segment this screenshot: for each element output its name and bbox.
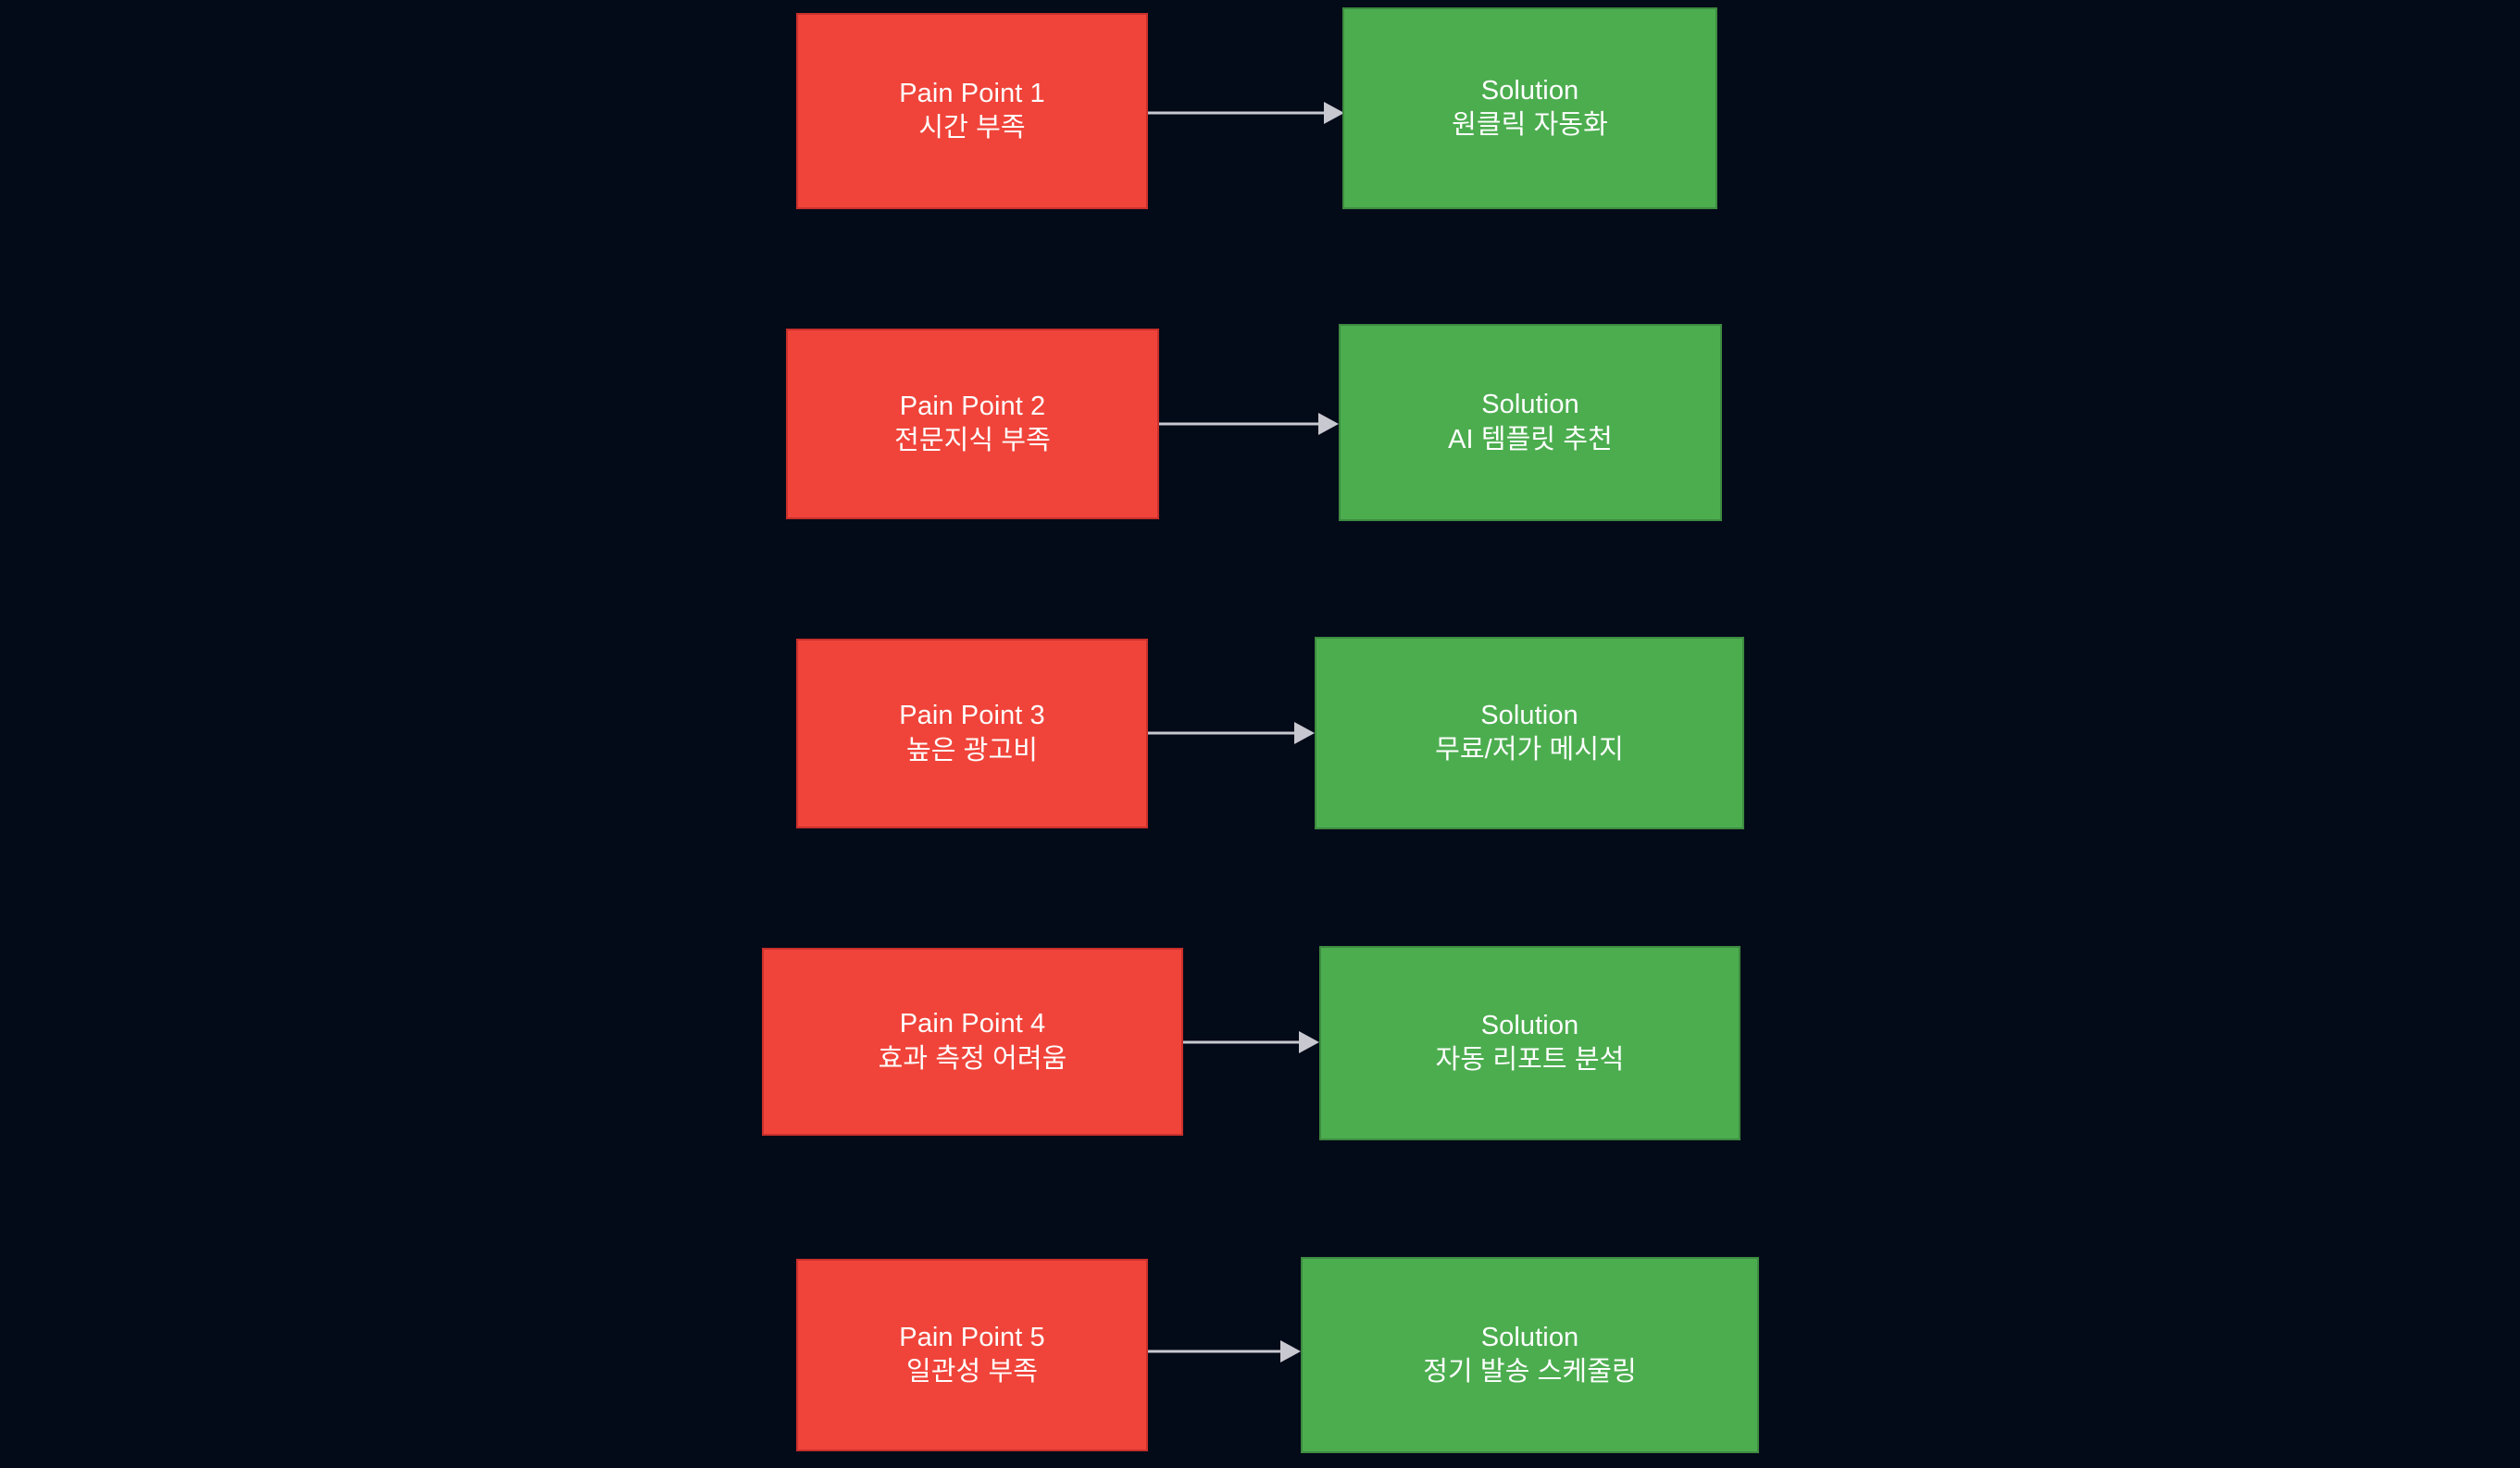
pain-point-node[interactable]: Pain Point 1 시간 부족 bbox=[796, 13, 1148, 209]
arrow-head-icon bbox=[1294, 722, 1315, 744]
flow-row: Pain Point 1 시간 부족 Solution 원클릭 자동화 bbox=[0, 0, 2520, 222]
node-subtitle: 원클릭 자동화 bbox=[1452, 110, 1608, 140]
node-title: Solution bbox=[1480, 75, 1579, 106]
node-title: Solution bbox=[1481, 390, 1579, 420]
node-subtitle: 자동 리포트 분석 bbox=[1435, 1045, 1625, 1075]
solution-node[interactable]: Solution AI 템플릿 추천 bbox=[1339, 324, 1722, 521]
flow-row: Pain Point 2 전문지식 부족 Solution AI 템플릿 추천 bbox=[0, 0, 2520, 521]
node-title: Pain Point 1 bbox=[899, 78, 1045, 108]
node-title: Pain Point 3 bbox=[899, 701, 1045, 731]
node-title: Pain Point 2 bbox=[899, 391, 1046, 421]
solution-node[interactable]: Solution 자동 리포트 분석 bbox=[1319, 946, 1740, 1140]
node-subtitle: 전문지식 부족 bbox=[894, 426, 1051, 455]
flow-arrow bbox=[1183, 1024, 1319, 1061]
node-subtitle: 효과 측정 어려움 bbox=[878, 1043, 1067, 1074]
node-subtitle: AI 템플릿 추천 bbox=[1448, 424, 1613, 454]
node-subtitle: 높은 광고비 bbox=[905, 735, 1039, 765]
pain-point-node[interactable]: Pain Point 4 효과 측정 어려움 bbox=[762, 948, 1183, 1136]
node-subtitle: 시간 부족 bbox=[918, 113, 1026, 143]
node-subtitle: 무료/저가 메시지 bbox=[1435, 735, 1624, 765]
node-title: Solution bbox=[1480, 1010, 1579, 1040]
node-title: Solution bbox=[1480, 700, 1578, 730]
flow-arrow bbox=[1148, 1333, 1301, 1370]
flow-row: Pain Point 3 높은 광고비 Solution 무료/저가 메시지 bbox=[0, 0, 2520, 829]
flow-arrow bbox=[1159, 405, 1339, 442]
arrow-head-icon bbox=[1318, 413, 1339, 435]
pain-point-node[interactable]: Pain Point 3 높은 광고비 bbox=[796, 639, 1148, 828]
node-subtitle: 정기 발송 스케줄링 bbox=[1423, 1357, 1637, 1387]
solution-node[interactable]: Solution 무료/저가 메시지 bbox=[1315, 637, 1744, 829]
node-title: Solution bbox=[1480, 1322, 1579, 1352]
node-title: Pain Point 5 bbox=[899, 1322, 1045, 1352]
flow-arrow bbox=[1148, 94, 1344, 131]
node-subtitle: 일관성 부족 bbox=[905, 1357, 1039, 1387]
flow-arrow bbox=[1148, 715, 1315, 752]
arrow-head-icon bbox=[1324, 102, 1344, 124]
node-title: Pain Point 4 bbox=[899, 1009, 1046, 1039]
arrow-head-icon bbox=[1280, 1340, 1301, 1362]
flow-row: Pain Point 4 효과 측정 어려움 Solution 자동 리포트 분… bbox=[0, 0, 2520, 1140]
solution-node[interactable]: Solution 정기 발송 스케줄링 bbox=[1301, 1257, 1759, 1453]
arrow-head-icon bbox=[1299, 1031, 1319, 1053]
solution-node[interactable]: Solution 원클릭 자동화 bbox=[1342, 7, 1717, 209]
pain-point-node[interactable]: Pain Point 5 일관성 부족 bbox=[796, 1259, 1148, 1451]
pain-point-node[interactable]: Pain Point 2 전문지식 부족 bbox=[786, 329, 1159, 519]
